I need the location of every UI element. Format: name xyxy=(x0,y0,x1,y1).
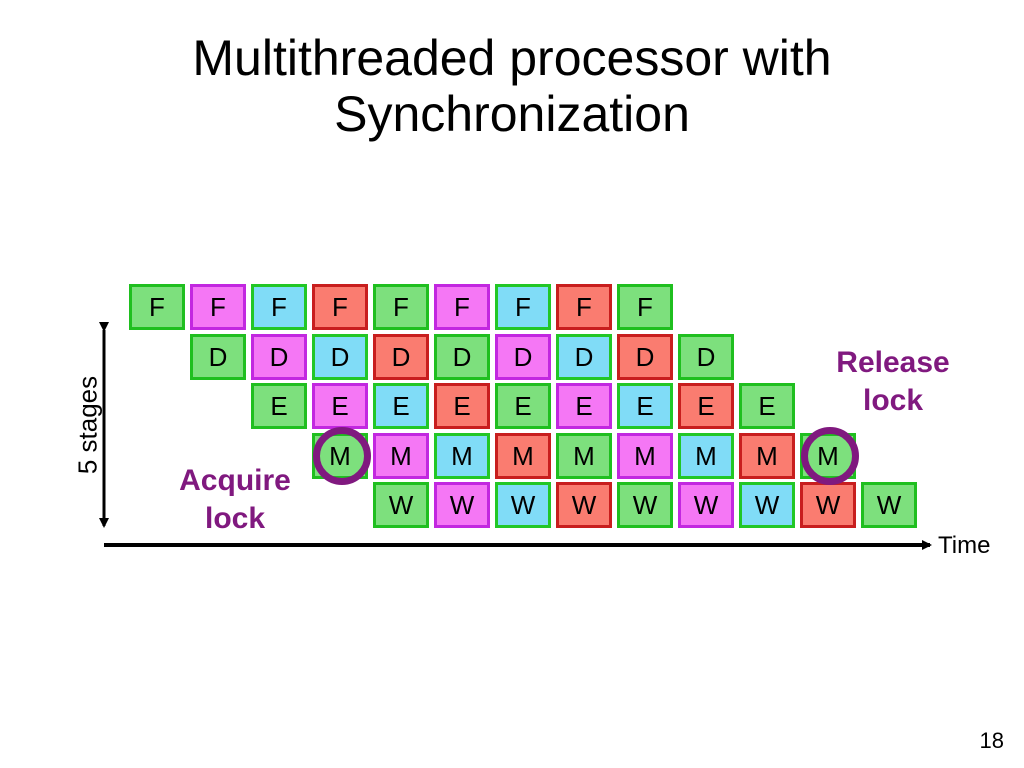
pipeline-cell-d-6: D xyxy=(495,334,551,380)
pipeline-cell-w-6: W xyxy=(678,482,734,528)
release-line-2: lock xyxy=(862,384,924,417)
acquire-line-2: lock xyxy=(204,502,266,535)
pipeline-cell-d-2: D xyxy=(251,334,307,380)
pipeline-cell-w-3: W xyxy=(495,482,551,528)
pipeline-cell-f-4: F xyxy=(312,284,368,330)
pipeline-cell-e-7: E xyxy=(617,383,673,429)
pipeline-cell-w-7: W xyxy=(739,482,795,528)
pipeline-cell-m-1: M xyxy=(312,433,368,479)
pipeline-cell-d-3: D xyxy=(312,334,368,380)
pipeline-cell-f-9: F xyxy=(617,284,673,330)
title-line-2: Synchronization xyxy=(334,86,690,142)
release-lock-note: Release lock xyxy=(818,344,968,420)
pipeline-cell-w-1: W xyxy=(373,482,429,528)
pipeline-cell-m-8: M xyxy=(739,433,795,479)
pipeline-cell-m-6: M xyxy=(617,433,673,479)
slide-title: Multithreaded processor with Synchroniza… xyxy=(0,30,1024,142)
pipeline-cell-d-5: D xyxy=(434,334,490,380)
pipeline-cell-f-5: F xyxy=(373,284,429,330)
pipeline-cell-m-5: M xyxy=(556,433,612,479)
pipeline-cell-e-2: E xyxy=(312,383,368,429)
pipeline-cell-m-9: M xyxy=(800,433,856,479)
pipeline-cell-f-2: F xyxy=(190,284,246,330)
pipeline-cell-d-1: D xyxy=(190,334,246,380)
acquire-lock-note: Acquire lock xyxy=(160,462,310,538)
pipeline-cell-e-6: E xyxy=(556,383,612,429)
pipeline-cell-w-4: W xyxy=(556,482,612,528)
pipeline-cell-w-5: W xyxy=(617,482,673,528)
title-line-1: Multithreaded processor with xyxy=(192,30,832,86)
pipeline-cell-e-3: E xyxy=(373,383,429,429)
pipeline-cell-w-9: W xyxy=(861,482,917,528)
pipeline-cell-m-4: M xyxy=(495,433,551,479)
pipeline-cell-d-9: D xyxy=(678,334,734,380)
pipeline-cell-m-3: M xyxy=(434,433,490,479)
pipeline-cell-e-1: E xyxy=(251,383,307,429)
pipeline-cell-w-8: W xyxy=(800,482,856,528)
pipeline-cell-e-8: E xyxy=(678,383,734,429)
pipeline-cell-f-3: F xyxy=(251,284,307,330)
pipeline-cell-e-4: E xyxy=(434,383,490,429)
release-line-1: Release xyxy=(836,346,950,379)
pipeline-cell-d-8: D xyxy=(617,334,673,380)
time-axis-label: Time xyxy=(938,532,991,559)
pipeline-cell-f-1: F xyxy=(129,284,185,330)
pipeline-cell-f-7: F xyxy=(495,284,551,330)
stages-axis-text: 5 stages xyxy=(72,375,103,475)
pipeline-cell-d-7: D xyxy=(556,334,612,380)
pipeline-cell-e-5: E xyxy=(495,383,551,429)
pipeline-cell-f-6: F xyxy=(434,284,490,330)
pipeline-cell-e-9: E xyxy=(739,383,795,429)
pipeline-cell-m-7: M xyxy=(678,433,734,479)
pipeline-cell-f-8: F xyxy=(556,284,612,330)
pipeline-cell-d-4: D xyxy=(373,334,429,380)
pipeline-cell-m-2: M xyxy=(373,433,429,479)
pipeline-cell-w-2: W xyxy=(434,482,490,528)
acquire-line-1: Acquire xyxy=(179,464,291,497)
page-number: 18 xyxy=(979,728,1004,753)
